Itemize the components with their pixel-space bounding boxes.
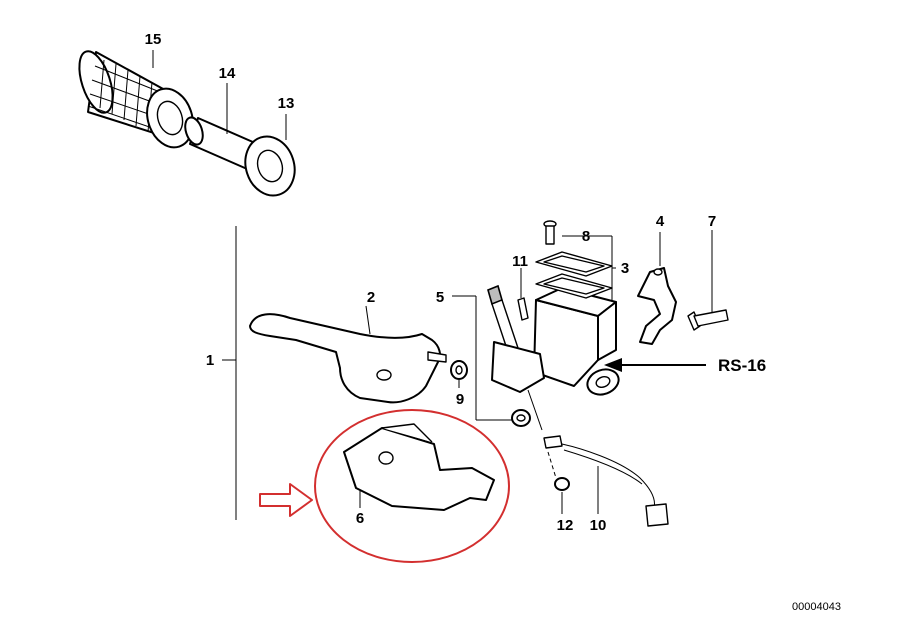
part-13-ring — [244, 114, 296, 197]
part-11-screw — [517, 268, 529, 321]
callout-7: 7 — [708, 213, 716, 230]
callout-15: 15 — [145, 31, 162, 48]
callout-11: 11 — [512, 253, 528, 270]
callout-4: 4 — [656, 213, 665, 230]
part-9-nut — [450, 360, 468, 388]
part-4-clamp — [637, 232, 677, 345]
callout-6: 6 — [356, 510, 364, 527]
left-arrow-icon — [604, 358, 706, 372]
part-12-washer — [554, 477, 570, 514]
part-10-brake-switch — [543, 435, 669, 527]
diagram-id: 00004043 — [792, 601, 841, 613]
callout-12: 12 — [557, 517, 574, 534]
callout-8: 8 — [582, 228, 590, 245]
callout-14: 14 — [219, 65, 236, 82]
callout-10: 10 — [590, 517, 607, 534]
master-cylinder-body — [491, 287, 620, 431]
part-15-grip — [78, 50, 194, 149]
part-8-screw — [543, 220, 557, 245]
part-7-bolt — [687, 230, 729, 331]
callout-2: 2 — [367, 289, 375, 306]
assembly-bracket-1 — [222, 226, 237, 520]
part-14-throttle-tube — [184, 83, 263, 173]
part-6-lever-guard — [314, 409, 510, 563]
callout-5: 5 — [436, 289, 444, 306]
assembly-bracket-8-3 — [562, 235, 616, 300]
callout-13: 13 — [278, 95, 295, 112]
callout-9: 9 — [456, 391, 464, 408]
highlight-circle — [314, 409, 510, 563]
callout-1: 1 — [206, 352, 214, 369]
hollow-right-arrow-icon — [259, 483, 313, 517]
part-2-lever — [249, 305, 447, 404]
assembly-label: RS-16 — [718, 356, 766, 375]
callout-3: 3 — [621, 260, 629, 277]
part-3-reservoir-cover — [535, 251, 613, 299]
